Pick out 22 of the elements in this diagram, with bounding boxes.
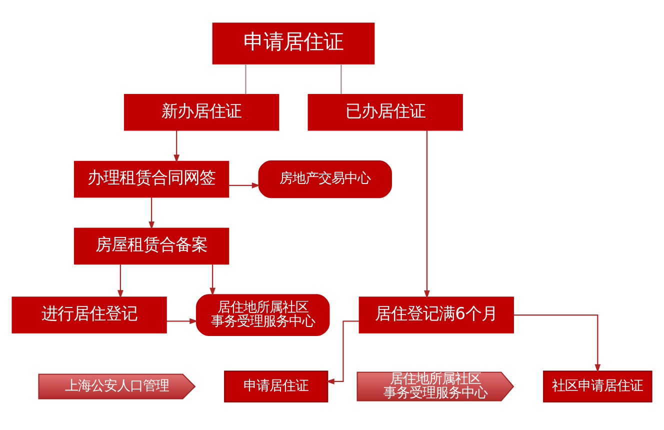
node-box: 新办居住证 bbox=[124, 94, 280, 131]
node-box: 已办居住证 bbox=[308, 94, 463, 131]
arrow bbox=[424, 130, 430, 299]
arrow bbox=[514, 314, 601, 373]
arrow bbox=[210, 264, 216, 296]
arrow bbox=[228, 182, 260, 188]
node-box: 申请居住证 bbox=[212, 22, 375, 64]
node-box: 房地产交易中心 bbox=[258, 160, 392, 198]
node-box: 居住地所属社区事务受理服务中心 bbox=[196, 294, 330, 336]
arrow bbox=[118, 264, 124, 299]
connector bbox=[245, 64, 246, 94]
node-box: 办理租赁合同网签 bbox=[74, 160, 230, 198]
arrow bbox=[174, 130, 180, 163]
arrow bbox=[326, 320, 360, 384]
arrow bbox=[148, 197, 154, 230]
node-box: 社区申请居住证 bbox=[543, 370, 652, 402]
node-box: 房屋租赁合备案 bbox=[74, 228, 230, 264]
arrow bbox=[166, 318, 198, 324]
node-box: 居住登记满6个月 bbox=[358, 296, 514, 334]
connector bbox=[340, 64, 342, 94]
node-box: 申请居住证 bbox=[224, 370, 328, 402]
node-box: 进行居住登记 bbox=[12, 296, 167, 334]
